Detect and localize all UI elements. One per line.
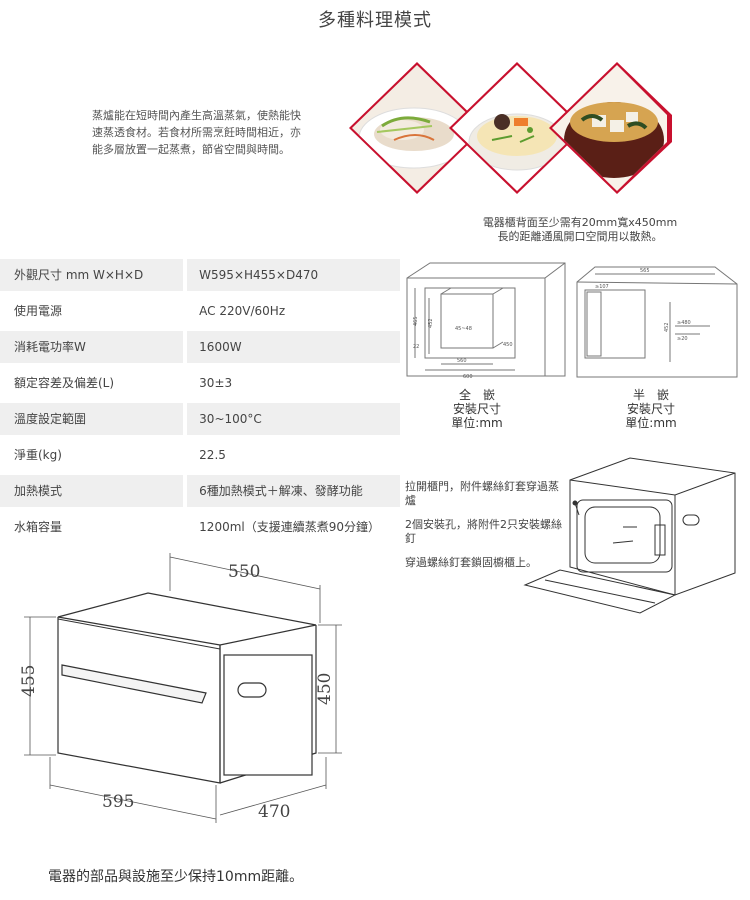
half-install-subtitle: 安裝尺寸 [626, 402, 675, 416]
spec-value: 1600W [187, 331, 400, 363]
install-step: 2個安裝孔，將附件2只安裝螺絲釘 [405, 518, 562, 545]
oven-height-left-label: 455 [19, 665, 39, 697]
dim-label: 452 [664, 322, 670, 332]
tofu-soup-photo [549, 62, 672, 194]
spec-value: 1200ml（支援連續蒸煮90分鐘） [199, 520, 381, 534]
spec-value: 6種加熱模式＋解凍、發酵功能 [187, 475, 400, 507]
install-steps: 拉開櫃門，附件螺絲釘套穿過蒸爐 2個安裝孔，將附件2只安裝螺絲釘 穿過螺絲釘套鎖… [405, 480, 565, 580]
full-install-caption: 全 嵌 安裝尺寸 單位:mm [447, 388, 507, 430]
dim-label: 45~48 [455, 326, 472, 332]
dim-label: ≥107 [595, 284, 609, 290]
spec-row: 外觀尺寸 mm W×H×D W595×H455×D470 [0, 257, 400, 293]
full-install-title: 全 嵌 [458, 388, 495, 402]
dim-label: 565 [640, 268, 650, 274]
spec-row: 溫度設定範圍 30~100°C [0, 401, 400, 437]
ventilation-note: 電器櫃背面至少需有20mm寬x450mm 長的距離通風開口空間用以散熱。 [455, 216, 705, 244]
spec-value: 30±3 [199, 376, 233, 390]
dim-label: ≥20 [677, 336, 688, 342]
oven-width-top-label: 550 [228, 562, 260, 582]
spec-row: 額定容差及偏差(L) 30±3 [0, 365, 400, 401]
vent-note-line: 電器櫃背面至少需有20mm寬x450mm [482, 216, 678, 229]
half-install-title: 半 嵌 [632, 388, 669, 402]
spec-row: 加熱模式 6種加熱模式＋解凍、發酵功能 [0, 473, 400, 509]
dim-label: ≥480 [677, 320, 691, 326]
half-install-unit: 單位:mm [625, 416, 677, 430]
intro-line: 速蒸透食材。若食材所需烹飪時間相近，亦 [92, 126, 301, 139]
spec-label: 溫度設定範圍 [0, 403, 184, 435]
spec-label: 消耗電功率W [0, 331, 184, 363]
dim-label: 465 [413, 316, 419, 326]
intro-line: 能多層放置一起蒸煮，節省空間與時間。 [92, 143, 290, 156]
oven-height-right-label: 450 [315, 673, 335, 705]
dim-label: 600 [463, 374, 473, 380]
spec-value: AC 220V/60Hz [199, 304, 286, 318]
full-install-subtitle: 安裝尺寸 [452, 402, 501, 416]
spec-label: 淨重(kg) [14, 448, 62, 462]
oven-depth-label: 470 [258, 802, 290, 822]
oven-width-front-label: 595 [102, 792, 134, 812]
full-install-unit: 單位:mm [451, 416, 503, 430]
spec-label: 使用電源 [14, 304, 63, 318]
half-install-caption: 半 嵌 安裝尺寸 單位:mm [618, 388, 684, 430]
oven-dimension-drawing: 550 455 450 595 470 [19, 553, 342, 823]
dim-label: 452 [428, 318, 434, 328]
spec-row: 消耗電功率W 1600W [0, 329, 400, 365]
spec-label: 水箱容量 [14, 520, 63, 534]
dim-label: 560 [457, 358, 467, 364]
spec-row: 淨重(kg) 22.5 [0, 437, 400, 473]
dim-label: 450 [503, 342, 513, 348]
intro-text: 蒸爐能在短時間內產生高溫蒸氣，使熱能快 速蒸透食材。若食材所需烹飪時間相近，亦 … [92, 107, 332, 158]
spec-table: 外觀尺寸 mm W×H×D W595×H455×D470 使用電源 AC 220… [0, 257, 400, 545]
spec-row: 水箱容量 1200ml（支援連續蒸煮90分鐘） [0, 509, 400, 545]
full-install-diagram: 465 452 45~48 560 450 22 600 [406, 262, 566, 380]
spec-value: 22.5 [199, 448, 226, 462]
intro-line: 蒸爐能在短時間內產生高溫蒸氣，使熱能快 [92, 109, 301, 122]
spec-label: 額定容差及偏差(L) [14, 376, 115, 390]
dim-label: 22 [413, 344, 419, 350]
spec-label: 外觀尺寸 mm W×H×D [0, 259, 184, 291]
spec-row: 使用電源 AC 220V/60Hz [0, 293, 400, 329]
vent-note-line: 長的距離通風開口空間用以散熱。 [497, 230, 663, 243]
install-step: 穿過螺絲釘套鎖固櫥櫃上。 [405, 556, 537, 569]
open-oven-illustration [523, 457, 736, 614]
half-install-diagram: 565 ≥107 ≥480 ≥20 452 [576, 266, 738, 378]
dish-photos [349, 62, 672, 194]
spec-label: 加熱模式 [0, 475, 184, 507]
clearance-footnote: 電器的部品與設施至少保持10mm距離。 [48, 869, 304, 885]
install-step: 拉開櫃門，附件螺絲釘套穿過蒸爐 [405, 480, 559, 507]
page-title: 多種料理模式 [318, 10, 432, 31]
spec-value: 30~100°C [187, 403, 400, 435]
spec-value: W595×H455×D470 [187, 259, 400, 291]
